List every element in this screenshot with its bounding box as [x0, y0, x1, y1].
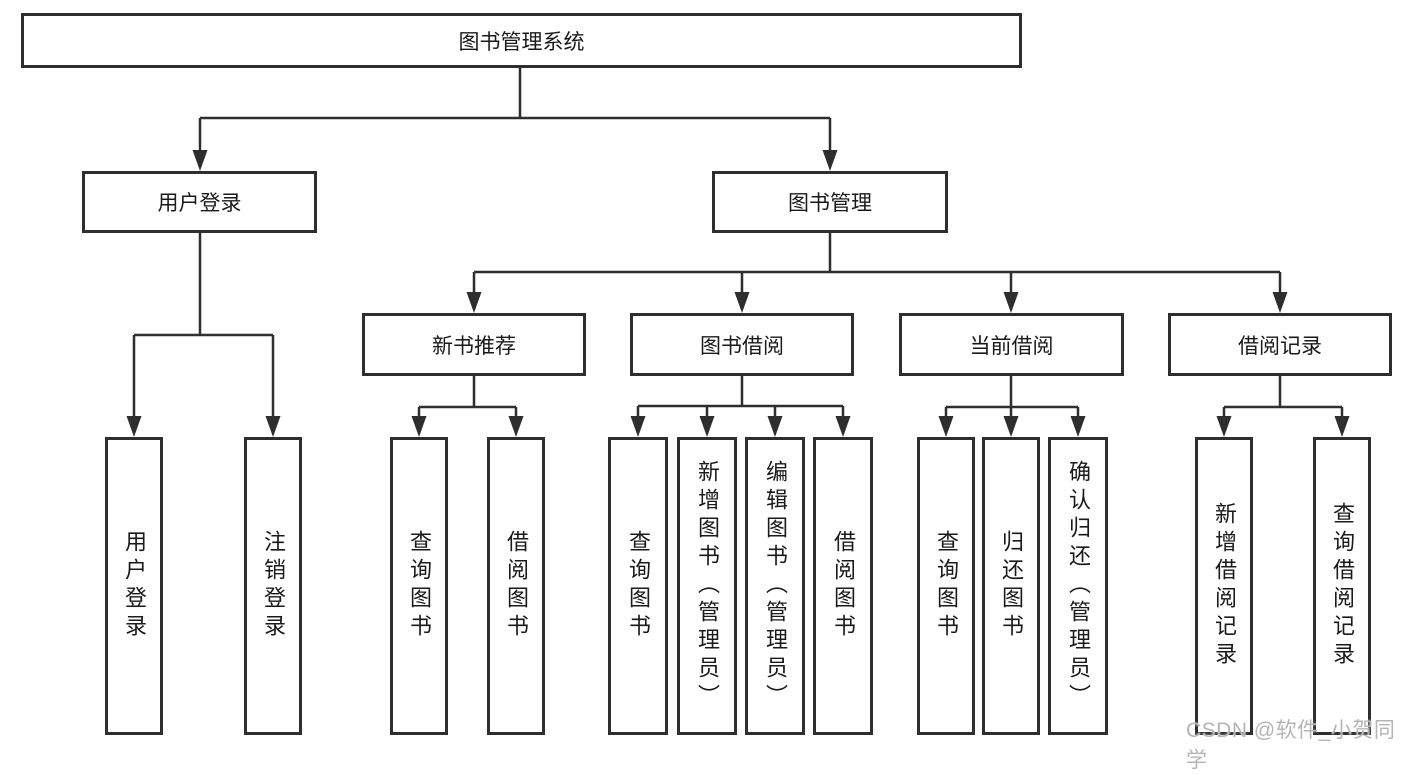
arrowhead-br-query — [1334, 416, 1350, 437]
arrowhead-new-book-rec — [466, 292, 482, 313]
leaf-br-add-record: 新增借阅记录 — [1195, 437, 1253, 735]
leaf-br-query-record: 查询借阅记录 — [1313, 437, 1371, 735]
arrowhead-login — [126, 416, 142, 437]
arrowhead-nbr-query — [411, 416, 427, 437]
edge-book-borrow-children — [636, 376, 845, 419]
arrowhead-nbr-borrow — [508, 416, 524, 437]
arrowhead-logout — [265, 416, 281, 437]
leaf-cb-query-books: 查询图书 — [917, 437, 975, 735]
diagram-canvas: 图书管理系统 用户登录 图书管理 新书推荐 图书借阅 当前借阅 借阅记录 用户登… — [21, 13, 1395, 772]
arrowhead-bb-query — [630, 416, 646, 437]
arrowhead-br-add — [1216, 416, 1232, 437]
arrowhead-bb-edit — [767, 416, 783, 437]
arrowhead-user-login — [192, 150, 208, 171]
leaf-cb-confirm-return-admin: 确认归还（管理员） — [1048, 437, 1108, 735]
arrowhead-cb-query — [938, 416, 954, 437]
arrowhead-book-mgmt — [822, 150, 838, 171]
edge-user-login-children — [132, 233, 275, 419]
leaf-nbr-borrow-books: 借阅图书 — [487, 437, 545, 735]
edge-current-borrow-children — [944, 376, 1080, 419]
node-new-book-recommend: 新书推荐 — [362, 313, 586, 376]
leaf-cb-return-books: 归还图书 — [982, 437, 1040, 735]
arrowhead-current-borrow — [1003, 292, 1019, 313]
arrowhead-book-borrow — [734, 292, 750, 313]
csdn-watermark: CSDN @软件_小贺同学 — [1186, 719, 1396, 772]
node-borrow-records: 借阅记录 — [1168, 313, 1392, 376]
node-book-management: 图书管理 — [712, 171, 948, 233]
leaf-bb-edit-books-admin: 编辑图书（管理员） — [745, 437, 805, 735]
node-current-borrow: 当前借阅 — [899, 313, 1124, 376]
arrowhead-bb-add — [699, 416, 715, 437]
leaf-bb-query-books: 查询图书 — [608, 437, 668, 735]
arrowhead-cb-confirm — [1070, 416, 1086, 437]
edge-root-to-level2 — [198, 68, 832, 153]
leaf-user-login: 用户登录 — [105, 437, 163, 735]
arrowhead-bb-borrow — [835, 416, 851, 437]
leaf-logout: 注销登录 — [244, 437, 302, 735]
edge-borrow-records-children — [1222, 376, 1344, 419]
arrowhead-cb-return — [1003, 416, 1019, 437]
node-user-login: 用户登录 — [82, 171, 317, 233]
leaf-bb-borrow-books: 借阅图书 — [813, 437, 873, 735]
node-root-title: 图书管理系统 — [21, 13, 1022, 68]
arrowhead-borrow-records — [1272, 292, 1288, 313]
connector-lines — [126, 68, 1350, 437]
leaf-nbr-query-books: 查询图书 — [390, 437, 448, 735]
node-book-borrow: 图书借阅 — [630, 313, 854, 376]
edge-new-book-rec-children — [417, 376, 518, 419]
edge-book-mgmt-children — [472, 233, 1282, 295]
leaf-bb-add-books-admin: 新增图书（管理员） — [677, 437, 737, 735]
